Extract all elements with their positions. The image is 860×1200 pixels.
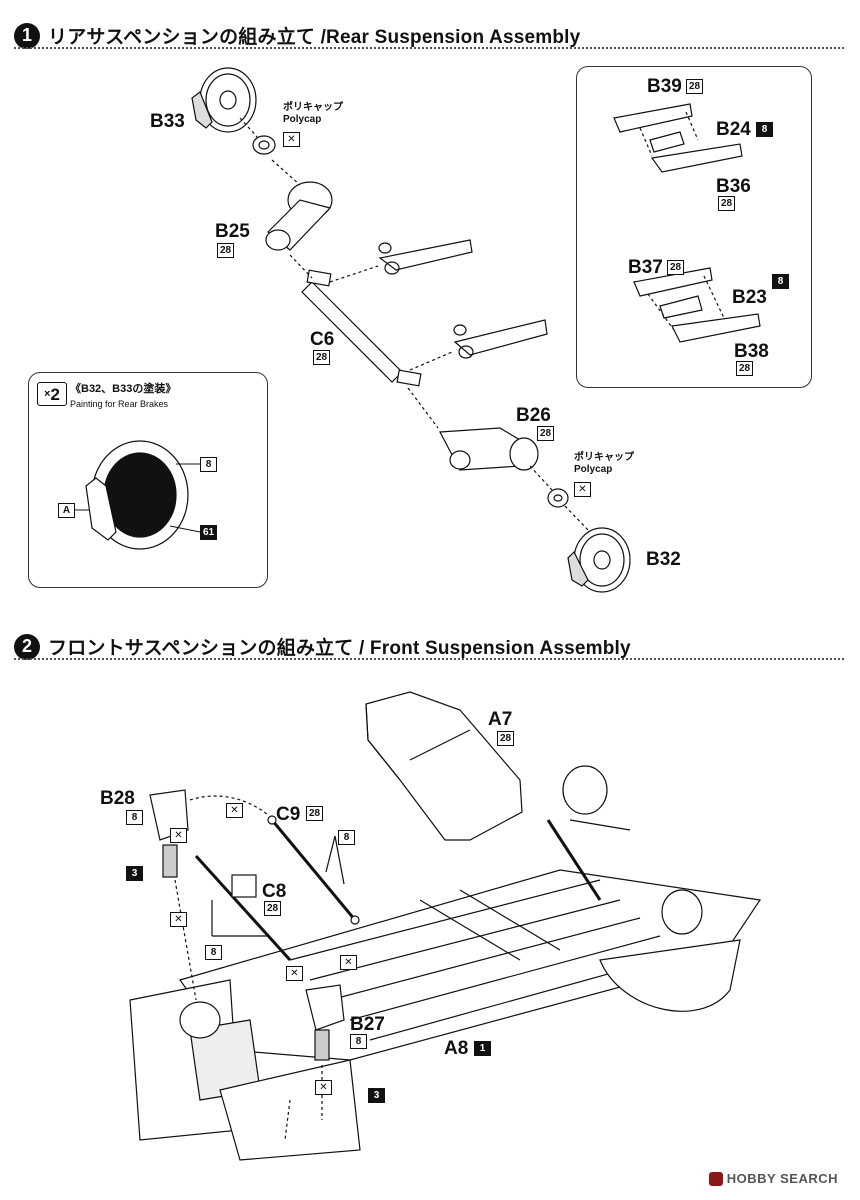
part-label-b28: B28 [100, 788, 135, 809]
painting-diagram [72, 440, 201, 550]
part-label-b27: B27 [350, 1014, 385, 1035]
color-code: 28 [667, 260, 684, 275]
tie-rod-c9 [267, 815, 360, 925]
part-label-b38: B38 [734, 341, 769, 362]
color-code: 28 [264, 901, 281, 916]
brake-disc-b33 [191, 67, 257, 133]
part-label-b36: B36 [716, 176, 751, 197]
upper-arm-2 [453, 319, 548, 359]
color-code: 1 [474, 1041, 491, 1056]
color-code: 28 [686, 79, 703, 94]
color-code: 28 [313, 350, 330, 365]
color-code: 8 [350, 1034, 367, 1049]
front-frame [129, 979, 361, 1161]
part-label-b23: B23 [732, 287, 767, 308]
polycap-icon: ✕ [315, 1080, 332, 1095]
color-code: 61 [200, 525, 217, 540]
upright-b27 [305, 984, 345, 1061]
step-divider [14, 658, 844, 660]
part-label-c6: C6 [310, 329, 335, 350]
arm-b25 [265, 181, 333, 251]
part-label-c9: C9 [276, 804, 301, 825]
part-label-b37: B37 [628, 257, 663, 278]
step-1-header: 1 リアサスペンションの組み立て /Rear Suspension Assemb… [14, 22, 580, 49]
hobby-search-logo-icon [708, 1171, 723, 1186]
hobby-search-watermark: HOBBY SEARCH [708, 1171, 838, 1186]
color-code: 8 [338, 830, 355, 845]
polycap-icon: ✕ [574, 482, 591, 497]
arm-b26 [439, 427, 539, 471]
color-code: 3 [368, 1088, 385, 1103]
part-label-a7: A7 [488, 709, 513, 730]
color-code: 8 [756, 122, 773, 137]
color-code: 8 [205, 945, 222, 960]
multiplier-badge: ×2 [37, 382, 67, 406]
brake-disc-b32 [567, 527, 631, 593]
upper-arm-1 [378, 239, 473, 275]
painting-subtitle: Painting for Rear Brakes [70, 399, 169, 409]
color-code: 28 [537, 426, 554, 441]
step-title: リアサスペンションの組み立て /Rear Suspension Assembly [48, 27, 581, 48]
color-code: 8 [126, 810, 143, 825]
rear-wheel-area [546, 765, 741, 1012]
color-code: 28 [217, 243, 234, 258]
part-label-b33: B33 [150, 111, 185, 132]
rear-suspension-diagram [191, 67, 631, 593]
polycap-icon: ✕ [340, 955, 357, 970]
part-a7 [365, 691, 523, 841]
step-2-header: 2 フロントサスペンションの組み立て / Front Suspension As… [14, 633, 631, 660]
polycap-icon: ✕ [286, 966, 303, 981]
part-label-a8: A8 [444, 1038, 469, 1059]
painting-title: 《B32、B33の塗装》 [70, 383, 177, 395]
polycap-icon: ✕ [170, 912, 187, 927]
step-number: 1 [14, 22, 40, 49]
part-label-b32: B32 [646, 549, 681, 570]
part-label-b39: B39 [647, 76, 682, 97]
step-divider [14, 47, 844, 49]
step-title: フロントサスペンションの組み立て / Front Suspension Asse… [48, 638, 631, 659]
arm-assembly-diagram [613, 103, 761, 343]
color-code: 8 [772, 274, 789, 289]
part-label-b24: B24 [716, 119, 751, 140]
upright-b28 [149, 789, 189, 878]
color-code: 28 [306, 806, 323, 821]
polycap-icon: ✕ [226, 803, 243, 818]
color-code: 8 [200, 457, 217, 472]
color-code: A [58, 503, 75, 518]
axle-tube-c6 [301, 269, 422, 387]
color-code: 3 [126, 866, 143, 881]
part-label-b26: B26 [516, 405, 551, 426]
part-label-b25: B25 [215, 221, 250, 242]
shaft-c8 [194, 854, 292, 962]
color-code: 28 [497, 731, 514, 746]
polycap-icon: ✕ [170, 828, 187, 843]
color-code: 28 [736, 361, 753, 376]
polycap-icon: ✕ [283, 132, 300, 147]
color-code: 28 [718, 196, 735, 211]
step-number: 2 [14, 633, 40, 660]
part-label-c8: C8 [262, 881, 287, 902]
